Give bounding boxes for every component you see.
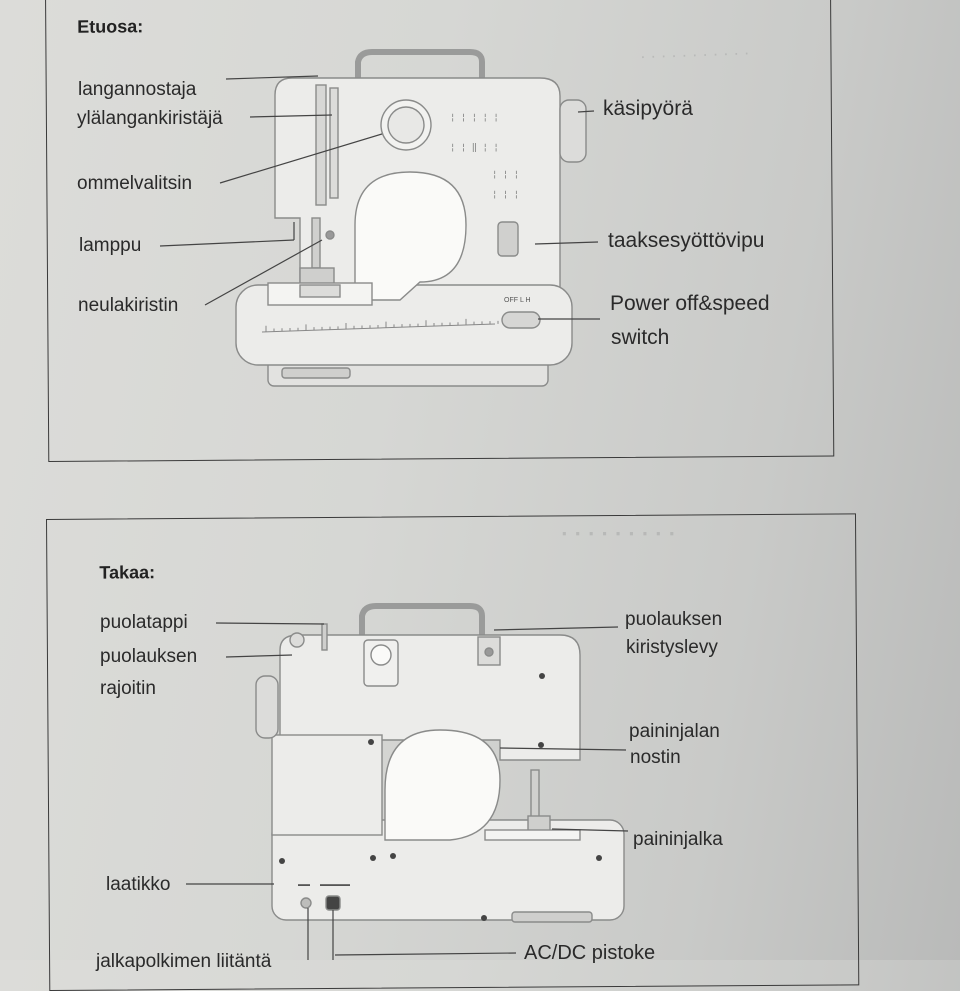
back-machine-illustration: ▬▬ ▬▬▬▬▬ xyxy=(186,603,629,960)
front-machine-illustration: ¦ ¦ ¦ ¦ ¦ ¦ ¦ ‖ ¦ ¦ ¦ ¦ ¦ ¦ ¦ ¦ OFF L H xyxy=(159,49,600,387)
label-needle-clamp: neulakiristin xyxy=(78,295,179,316)
label-pedal-socket: jalkapolkimen liitäntä xyxy=(96,951,272,972)
switch-marks: OFF L H xyxy=(504,297,531,304)
svg-text:¦ ¦ ¦: ¦ ¦ ¦ xyxy=(492,170,519,180)
label-winder-stop-line1: puolauksen xyxy=(100,646,198,667)
label-reverse-lever: taaksesyöttövipu xyxy=(608,229,765,252)
svg-text:¦ ¦ ¦ ¦ ¦: ¦ ¦ ¦ ¦ ¦ xyxy=(450,113,499,123)
label-power-switch-line1: Power off&speed xyxy=(610,292,770,315)
label-handwheel: käsipyörä xyxy=(603,97,693,120)
label-presser-foot: paininjalka xyxy=(633,829,723,850)
svg-text:¦ ¦ ‖ ¦ ¦: ¦ ¦ ‖ ¦ ¦ xyxy=(450,143,499,153)
label-winder-tension-line1: puolauksen xyxy=(625,609,723,630)
label-upper-tension: ylälangankiristäjä xyxy=(77,108,223,129)
label-presser-lifter-line2: nostin xyxy=(630,747,681,768)
label-winder-tension-line2: kiristyslevy xyxy=(626,637,718,658)
label-winder-stop-line2: rajoitin xyxy=(100,678,156,699)
label-power-switch-line2: switch xyxy=(611,326,670,349)
svg-text:▬▬: ▬▬ xyxy=(298,882,310,888)
svg-text:▬▬▬▬▬: ▬▬▬▬▬ xyxy=(320,882,350,888)
label-drawer: laatikko xyxy=(106,874,171,895)
label-spool-pin: puolatappi xyxy=(100,612,188,633)
svg-text:¦ ¦ ¦: ¦ ¦ ¦ xyxy=(492,190,519,200)
label-presser-lifter-line1: paininjalan xyxy=(629,721,720,742)
label-thread-take-up: langannostaja xyxy=(78,79,197,100)
label-lamp: lamppu xyxy=(79,235,142,256)
label-acdc-socket: AC/DC pistoke xyxy=(524,942,656,964)
label-stitch-selector: ommelvalitsin xyxy=(77,173,193,194)
